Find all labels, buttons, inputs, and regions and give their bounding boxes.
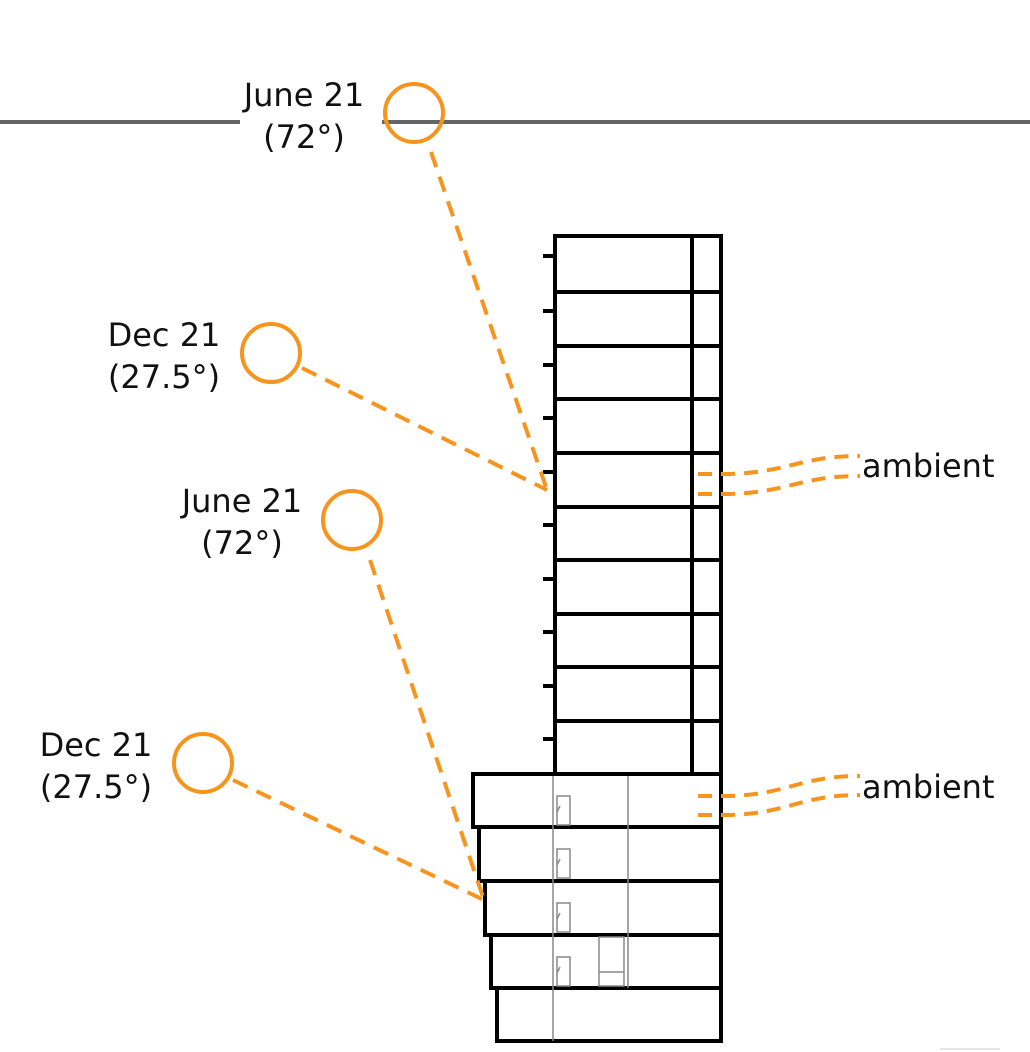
label-backdrop: [240, 105, 382, 139]
sun-angle-label: (27.5°): [40, 768, 152, 806]
podium-floor-1: [471, 772, 723, 829]
ambient-light-lower: [698, 774, 861, 817]
ray-june-lower: [368, 559, 486, 901]
ray-dec-lower: [232, 778, 485, 902]
sun-date-label: Dec 21: [108, 316, 221, 354]
ambient-light-upper: [698, 454, 861, 496]
sun-angle-label: (72°): [201, 524, 283, 562]
door-icon: [556, 795, 571, 826]
stair-icon: [598, 936, 625, 987]
podium-floor-3: [483, 879, 723, 937]
podium-floor-5: [495, 986, 723, 1043]
tower-tick-marks: [543, 254, 555, 741]
ambient-label: ambient: [862, 447, 995, 485]
door-icon: [556, 956, 571, 987]
sun-rays: [232, 151, 549, 902]
sun-angle-label: (27.5°): [108, 358, 220, 396]
tower-floor-lines: [555, 290, 721, 723]
door-icon: [556, 902, 571, 933]
sun-date-label: June 21: [242, 76, 365, 114]
sun-date-label: June 21: [180, 482, 303, 520]
door-icon: [556, 848, 571, 879]
sun-icon: [321, 489, 383, 551]
ambient-label: ambient: [862, 768, 995, 806]
sun-icon: [240, 322, 302, 384]
sun-angle-label: (72°): [263, 118, 345, 156]
tower: [543, 234, 723, 778]
podium: [471, 772, 723, 1043]
sun-date-label: Dec 21: [40, 726, 153, 764]
ray-dec-upper: [301, 366, 548, 492]
sun-markers: [172, 82, 445, 794]
sun-icon: [383, 82, 445, 144]
podium-floor-2: [477, 825, 723, 883]
podium-floor-4: [489, 933, 723, 990]
sun-icon: [172, 732, 234, 794]
ray-june-upper: [429, 151, 549, 491]
